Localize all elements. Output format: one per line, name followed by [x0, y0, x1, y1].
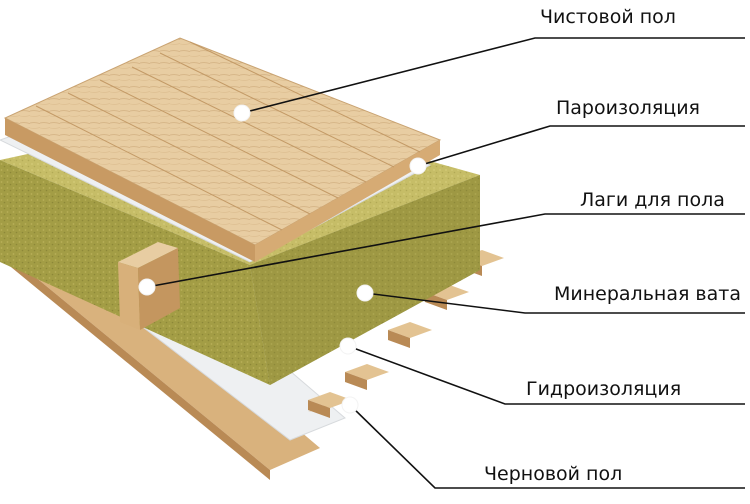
finish-floor-layer: [3, 37, 442, 262]
label-mineral-wool: Минеральная вата: [554, 283, 741, 305]
leader-line-waterproofing: [347, 345, 745, 405]
label-vapor-barrier: Пароизоляция: [556, 97, 700, 119]
label-waterproofing: Гидроизоляция: [526, 378, 682, 400]
label-floor-joists: Лаги для пола: [580, 189, 725, 211]
leader-line-subfloor: [349, 404, 745, 489]
leader-line-vapor-barrier: [417, 125, 745, 167]
leader-line-mineral-wool: [364, 292, 745, 314]
callout-dot-finish-floor: [233, 104, 251, 122]
leader-line-floor-joists: [146, 213, 745, 288]
leader-line-finish-floor: [241, 37, 745, 114]
callout-dot-mineral-wool: [356, 284, 374, 302]
callout-dots: [138, 104, 427, 414]
label-subfloor: Черновой пол: [484, 463, 623, 485]
floor-joist: [118, 242, 180, 330]
callout-dot-vapor-barrier: [409, 157, 427, 175]
callout-dot-waterproofing: [339, 337, 357, 355]
callout-dot-floor-joists: [138, 278, 156, 296]
leader-lines: [146, 37, 745, 489]
callout-dot-subfloor: [341, 396, 359, 414]
label-finish-floor: Чистовой пол: [540, 6, 676, 28]
